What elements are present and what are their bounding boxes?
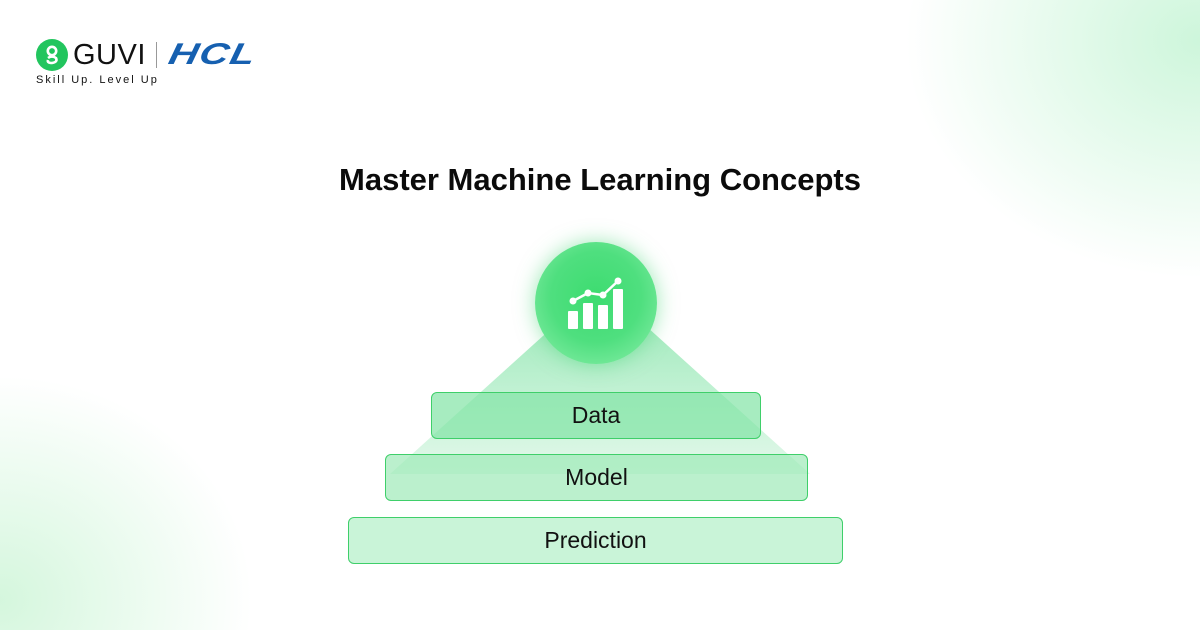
guvi-wordmark: GUVI — [73, 38, 146, 71]
layer-prediction: Prediction — [348, 517, 843, 564]
layer-label: Data — [571, 402, 621, 428]
logo-divider — [155, 42, 157, 68]
icon-circle — [535, 242, 657, 364]
layer-label: Prediction — [544, 527, 647, 553]
growth-chart-icon — [568, 277, 623, 329]
hcl-wordmark: HCL — [165, 38, 260, 71]
layer-model: Model — [385, 454, 808, 501]
layer-data: Data — [431, 392, 761, 439]
layer-label: Model — [565, 464, 628, 490]
guvi-logo-icon — [36, 39, 68, 71]
brand-logo: GUVI HCL Skill Up. Level Up — [36, 38, 260, 86]
brand-tagline: Skill Up. Level Up — [36, 74, 159, 86]
page-title: Master Machine Learning Concepts — [339, 162, 861, 197]
